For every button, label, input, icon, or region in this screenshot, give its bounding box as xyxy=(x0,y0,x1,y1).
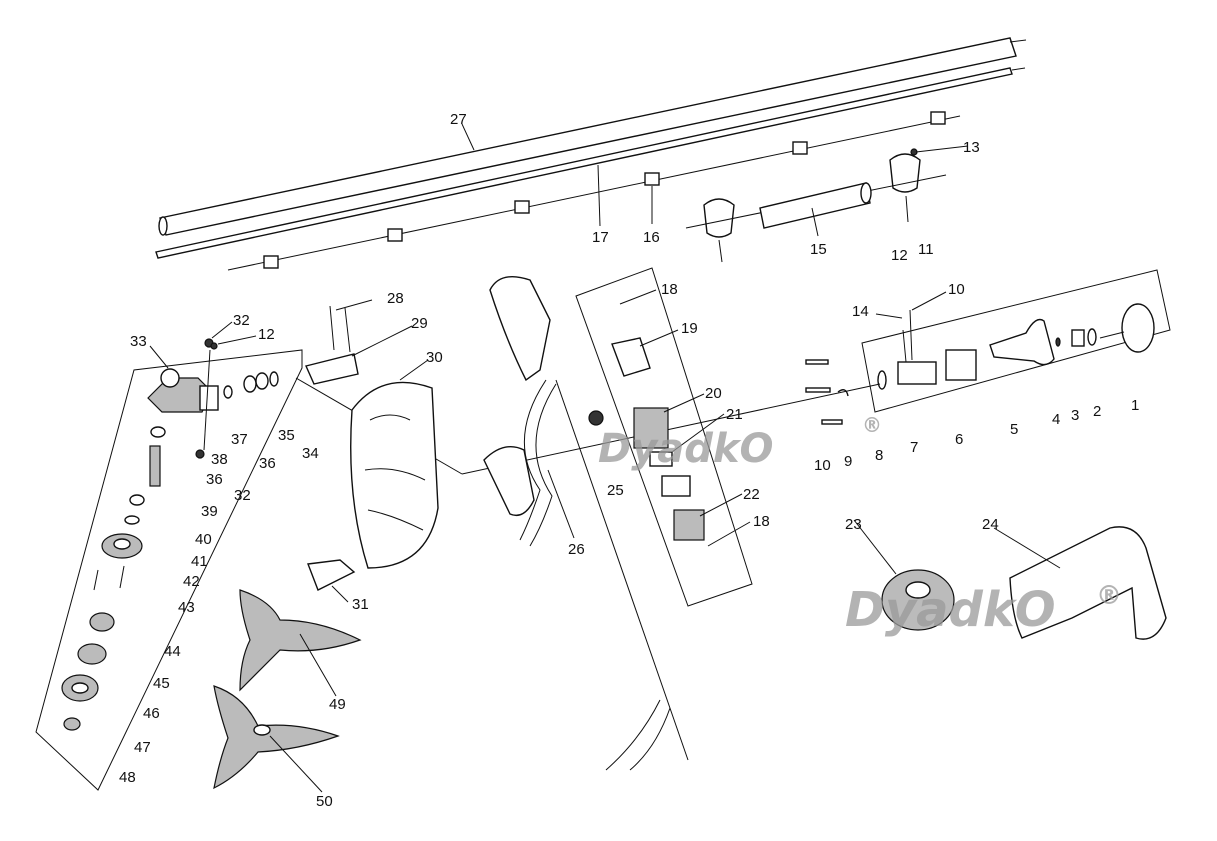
label-21: 21 xyxy=(726,406,743,423)
part-labels: 27 17 16 15 13 12 11 28 29 30 32 12 33 1… xyxy=(119,111,1139,810)
label-31: 31 xyxy=(352,596,369,613)
label-16: 16 xyxy=(643,229,660,246)
blades xyxy=(213,559,362,790)
label-2: 2 xyxy=(1093,403,1101,420)
label-33: 33 xyxy=(130,333,147,350)
label-48: 48 xyxy=(119,769,136,786)
label-32b: 32 xyxy=(234,487,251,504)
drive-shaft xyxy=(155,67,1026,259)
label-50: 50 xyxy=(316,793,333,810)
handle xyxy=(483,276,557,547)
clamps xyxy=(685,148,947,263)
label-18b: 18 xyxy=(753,513,770,530)
label-5: 5 xyxy=(1010,421,1018,438)
label-12: 12 xyxy=(891,247,908,264)
label-29: 29 xyxy=(411,315,428,332)
leader-lines xyxy=(149,123,1061,793)
label-3: 3 xyxy=(1071,407,1079,424)
label-34: 34 xyxy=(302,445,319,462)
label-37: 37 xyxy=(231,431,248,448)
label-10: 10 xyxy=(948,281,965,298)
label-36b: 36 xyxy=(206,471,223,488)
label-24: 24 xyxy=(982,516,999,533)
label-11: 11 xyxy=(918,241,934,258)
svg-text:DyadkO: DyadkO xyxy=(845,582,1056,638)
grip-tube xyxy=(759,182,872,229)
label-39: 39 xyxy=(201,503,218,520)
svg-text:®: ® xyxy=(862,413,882,437)
trimmer-head xyxy=(881,569,955,631)
label-19: 19 xyxy=(681,320,698,337)
switch-parts xyxy=(588,337,705,541)
label-6: 6 xyxy=(955,431,963,448)
engine-parts xyxy=(805,303,1155,425)
label-10b: 10 xyxy=(814,457,831,474)
label-36: 36 xyxy=(259,455,276,472)
label-25: 25 xyxy=(607,482,624,499)
label-26: 26 xyxy=(568,541,585,558)
svg-text:®: ® xyxy=(1096,581,1122,611)
outer-tube xyxy=(158,37,1017,236)
gearbox-parts xyxy=(61,338,279,731)
label-27: 27 xyxy=(450,111,467,128)
label-8: 8 xyxy=(875,447,883,464)
label-30: 30 xyxy=(426,349,443,366)
label-28: 28 xyxy=(387,290,404,307)
guard-bracket xyxy=(305,305,359,385)
label-13: 13 xyxy=(963,139,980,156)
label-41: 41 xyxy=(191,553,208,570)
label-18: 18 xyxy=(661,281,678,298)
label-46: 46 xyxy=(143,705,160,722)
shoulder-strap xyxy=(1009,526,1167,640)
label-23: 23 xyxy=(845,516,862,533)
label-20: 20 xyxy=(705,385,722,402)
label-22: 22 xyxy=(743,486,760,503)
guard xyxy=(350,381,439,569)
label-49: 49 xyxy=(329,696,346,713)
label-45: 45 xyxy=(153,675,170,692)
label-42: 42 xyxy=(183,573,200,590)
label-38: 38 xyxy=(211,451,228,468)
label-9: 9 xyxy=(844,453,852,470)
label-1: 1 xyxy=(1131,397,1139,414)
label-7: 7 xyxy=(910,439,918,456)
label-17: 17 xyxy=(592,229,609,246)
label-32: 32 xyxy=(233,312,250,329)
label-47: 47 xyxy=(134,739,151,756)
label-4: 4 xyxy=(1052,411,1060,428)
label-44: 44 xyxy=(164,643,181,660)
label-43: 43 xyxy=(178,599,195,616)
label-12b: 12 xyxy=(258,326,275,343)
label-35: 35 xyxy=(278,427,295,444)
label-14: 14 xyxy=(852,303,869,320)
svg-text:DyadkO: DyadkO xyxy=(598,426,774,472)
label-15: 15 xyxy=(810,241,827,258)
label-40: 40 xyxy=(195,531,212,548)
bushings xyxy=(263,111,946,269)
watermark: DyadkO ® DyadkO ® xyxy=(598,413,1122,638)
